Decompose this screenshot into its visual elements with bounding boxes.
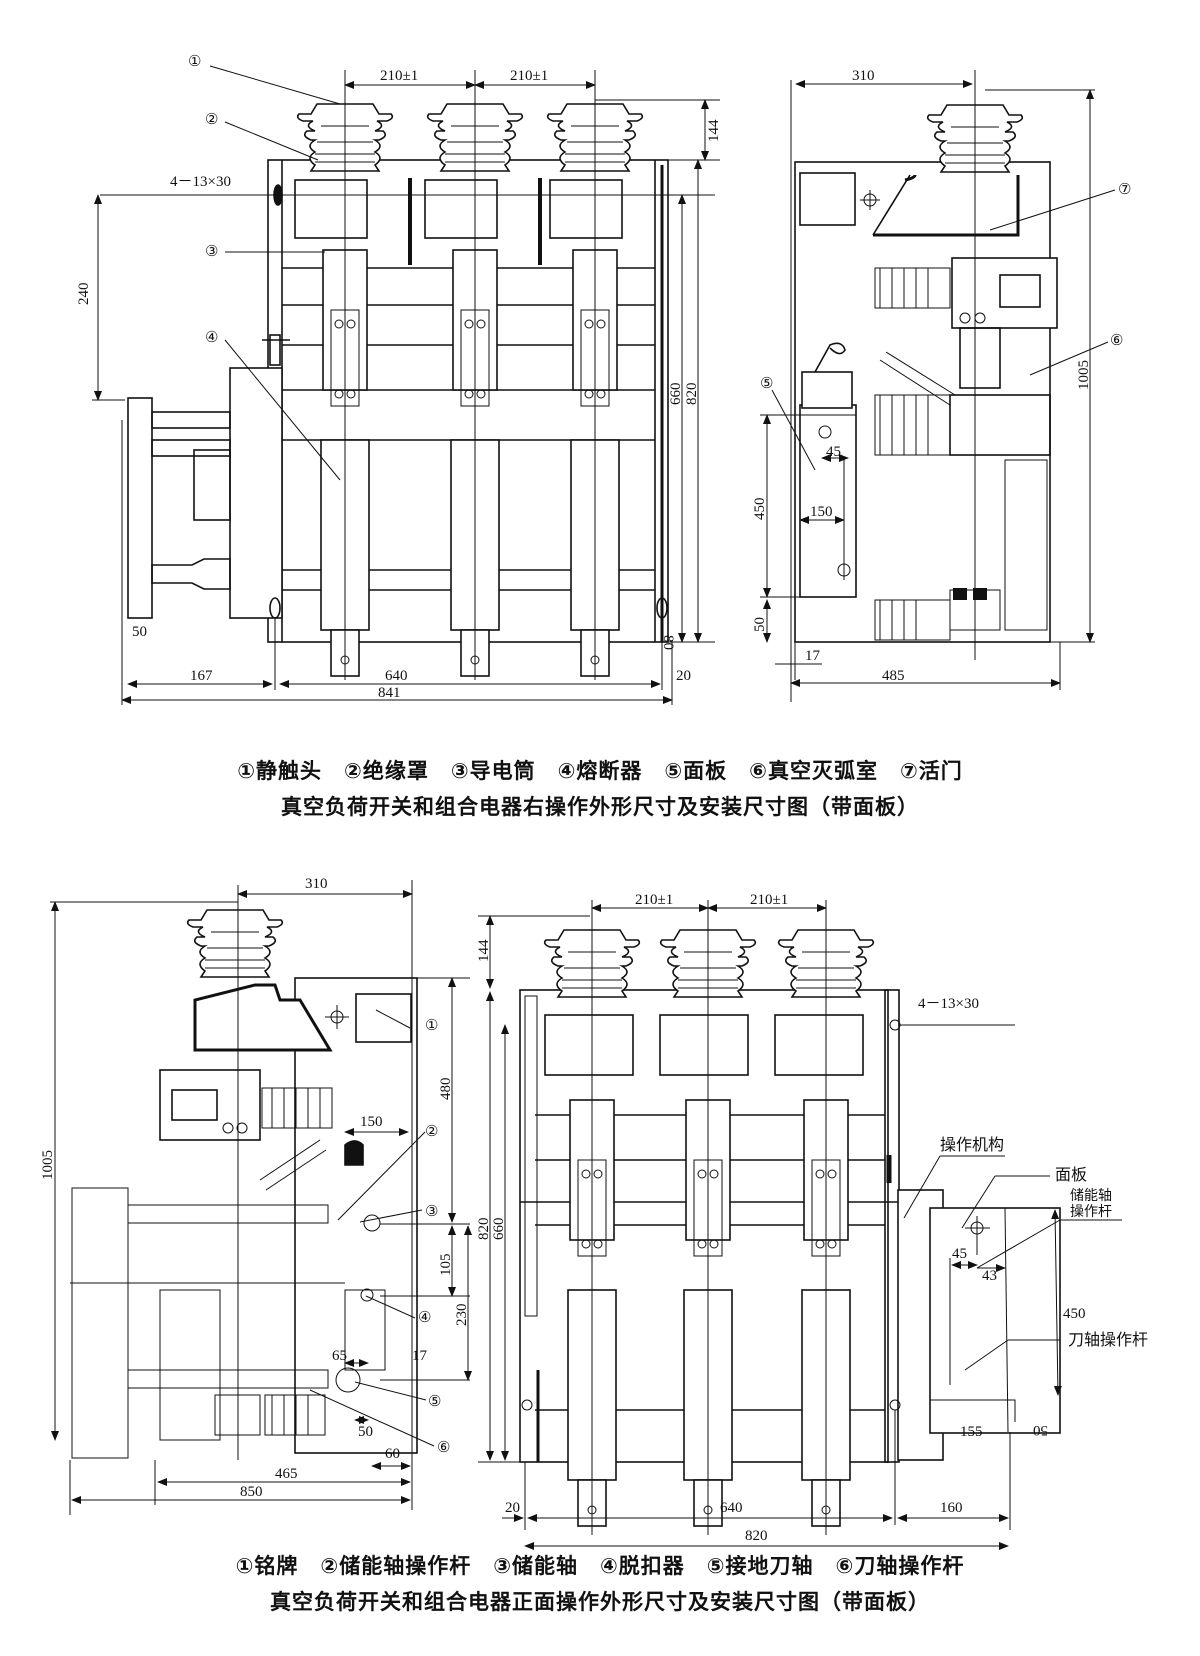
dim-660-b: 660 [491, 1218, 507, 1241]
dim-155: 155 [960, 1424, 983, 1440]
dim-310: 310 [852, 68, 875, 84]
dim-160: 160 [940, 1500, 963, 1516]
dim-144-b: 144 [476, 939, 492, 962]
callout-4: ④ [205, 330, 218, 346]
dim-230: 230 [454, 1304, 470, 1327]
top-legend: ①静触头 ②绝缘罩 ③导电筒 ④熔断器 ⑤面板 ⑥真空灭弧室 ⑦活门 [237, 759, 963, 783]
dim-820: 820 [684, 383, 700, 406]
dim-45-b: 45 [952, 1246, 967, 1262]
dim-820-w: 820 [745, 1528, 768, 1544]
dim-105: 105 [438, 1254, 454, 1277]
dim-43: 43 [982, 1268, 997, 1284]
dim-pitch-b1: 210±1 [635, 892, 673, 908]
dim-mount-hole-b: 4－13×30 [918, 996, 979, 1012]
callout-1: ① [188, 54, 201, 70]
dim-660: 660 [668, 383, 684, 406]
dim-20: 20 [676, 668, 691, 684]
dim-310-b: 310 [305, 876, 328, 892]
bottom-legend: ①铭牌 ②储能轴操作杆 ③储能轴 ④脱扣器 ⑤接地刀轴 ⑥刀轴操作杆 [235, 1554, 965, 1578]
bottom-side-view: 1005 310 480 150 105 230 65 17 50 60 465… [40, 876, 472, 1515]
callout-b3: ③ [425, 1204, 438, 1220]
dim-640: 640 [385, 668, 408, 684]
callout-b2: ② [425, 1124, 438, 1140]
label-panel: 面板 [1055, 1165, 1087, 1184]
dim-pitch-1: 210±1 [380, 68, 418, 84]
dim-240: 240 [76, 283, 92, 306]
dim-1005-b: 1005 [40, 1150, 56, 1180]
dim-pitch-2: 210±1 [510, 68, 548, 84]
top-side-view: 310 1005 450 50 45 150 17 485 ⑤ ⑥ ⑦ [752, 68, 1131, 702]
dim-465: 465 [275, 1466, 298, 1482]
label-storage-shaft-lever-1: 储能轴 [1070, 1188, 1112, 1204]
dim-150-b: 150 [360, 1114, 383, 1130]
dim-1005: 1005 [1076, 360, 1092, 390]
dim-640-b: 640 [720, 1500, 743, 1516]
dim-50-b: 50 [358, 1424, 373, 1440]
callout-6: ⑥ [1110, 333, 1123, 349]
dim-150: 150 [810, 504, 833, 520]
dim-450-b: 450 [1063, 1306, 1086, 1322]
label-storage-shaft-lever-2: 操作杆 [1070, 1204, 1112, 1220]
dim-485: 485 [882, 668, 905, 684]
bottom-figure-title: 真空负荷开关和组合电器正面操作外形尺寸及安装尺寸图（带面板） [270, 1590, 930, 1614]
dim-pitch-b2: 210±1 [750, 892, 788, 908]
callout-b1: ① [425, 1018, 438, 1034]
dim-450: 450 [752, 498, 768, 521]
top-front-view: 210±1 210±1 144 4－13×30 240 660 820 80 5… [76, 54, 722, 705]
dim-50: 50 [132, 624, 147, 640]
callout-b6: ⑥ [437, 1440, 450, 1456]
callout-b5: ⑤ [428, 1394, 441, 1410]
dim-850: 850 [240, 1484, 263, 1500]
dim-17: 17 [805, 648, 821, 664]
dim-45: 45 [826, 444, 841, 460]
top-figure-title: 真空负荷开关和组合电器右操作外形尺寸及安装尺寸图（带面板） [281, 795, 919, 819]
dim-mount-hole: 4－13×30 [170, 174, 231, 190]
callout-5: ⑤ [760, 376, 773, 392]
callout-7: ⑦ [1118, 182, 1131, 198]
dim-65: 65 [332, 1348, 347, 1364]
dim-17-b: 17 [412, 1348, 428, 1364]
dim-480: 480 [438, 1078, 454, 1101]
dim-144: 144 [706, 119, 722, 142]
callout-2: ② [205, 112, 218, 128]
bottom-front-view: 4－13×30 210±1 210±1 144 820 660 45 43 45… [476, 892, 1148, 1550]
dim-167: 167 [190, 668, 213, 684]
dim-60: 60 [385, 1446, 400, 1462]
dim-20-b: 20 [505, 1500, 520, 1516]
dim-50-side: 50 [752, 617, 768, 632]
callout-3: ③ [205, 244, 218, 260]
label-mechanism: 操作机构 [940, 1135, 1004, 1154]
dim-820-b: 820 [476, 1218, 492, 1241]
label-knife-shaft-lever: 刀轴操作杆 [1068, 1330, 1148, 1349]
callout-b4: ④ [418, 1310, 431, 1326]
dim-50-rotated: 50 [1033, 1422, 1048, 1438]
dim-841: 841 [378, 685, 401, 701]
